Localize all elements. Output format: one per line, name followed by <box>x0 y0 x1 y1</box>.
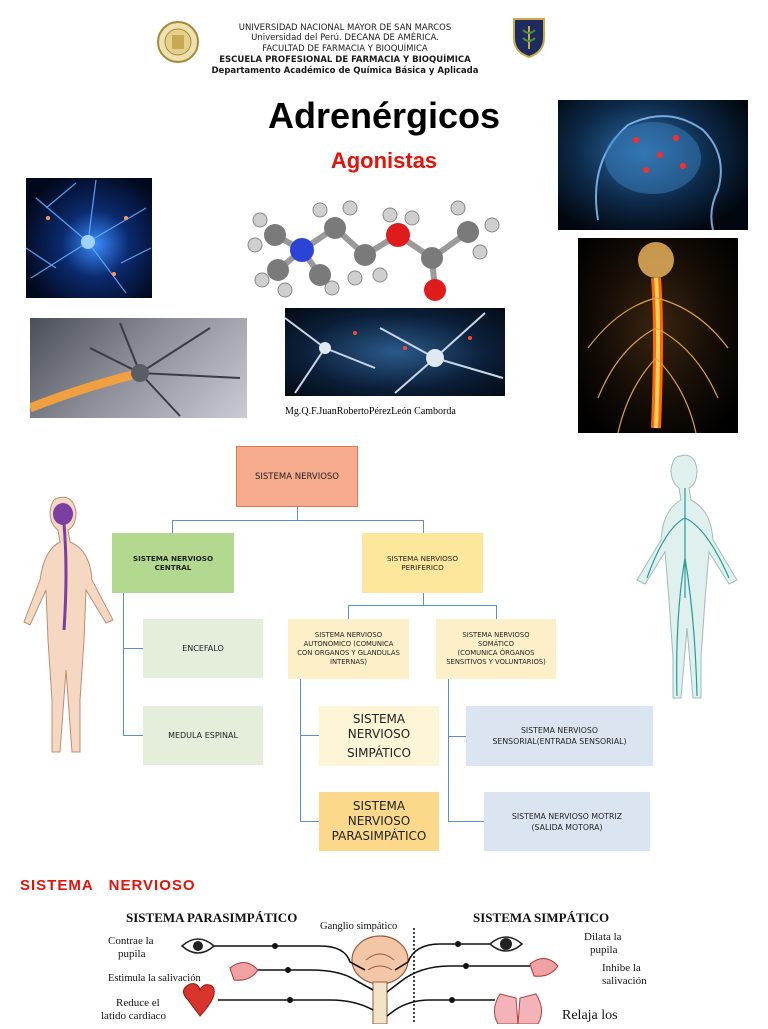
sensory-label-line: SISTEMA NERVIOSO <box>520 726 599 735</box>
parasympathetic-nervous-system-box: SISTEMA NERVIOSO PARASIMPÁTICO <box>319 792 439 851</box>
somatic-label-line: (COMUNICA ÓRGANOS <box>457 649 535 657</box>
sympathetic-diagram-title: SISTEMA SIMPÁTICO <box>473 910 610 925</box>
left-label: Estimula la salivación <box>108 973 201 984</box>
parasympathetic-label-line: SISTEMA <box>352 799 406 813</box>
peripheral-label-line: SISTEMA NERVIOSO <box>386 554 458 563</box>
autonomic-label-line: SISTEMA NERVIOSO <box>314 631 383 639</box>
header-line: UNIVERSIDAD NACIONAL MAYOR DE SAN MARCOS <box>238 23 452 33</box>
left-label: Contrae la <box>108 935 154 947</box>
university-seal <box>157 20 199 64</box>
motor-nervous-system-box: SISTEMA NERVIOSO MOTRIZ (SALIDA MOTORA) <box>484 792 650 851</box>
parasympathetic-label-line: PARASIMPÁTICO <box>331 829 427 843</box>
chart-root-label: SISTEMA NERVIOSO <box>255 471 339 482</box>
human-cns-figure <box>18 490 118 765</box>
eye-icon <box>488 936 524 952</box>
neuron-network-image <box>26 178 152 298</box>
neurons-synapse-image <box>285 308 505 396</box>
parasympathetic-diagram-title: SISTEMA PARASIMPÁTICO <box>126 910 298 925</box>
somatic-label-line: SENSITIVOS Y VOLUNTARIOS) <box>446 658 546 666</box>
header-line: FACULTAD DE FARMACIA Y BIOQUÍMICA <box>262 44 428 54</box>
chart-root-box: SISTEMA NERVIOSO <box>236 446 358 507</box>
page-subtitle: Agonistas <box>330 148 438 173</box>
autonomic-label-line: CON ORGANOS Y GLANDULAS <box>297 649 400 657</box>
faculty-shield-logo <box>511 16 547 59</box>
left-label: Reduce el <box>116 997 160 1009</box>
acetylcholine-molecule-image <box>240 190 515 302</box>
human-pns-figure <box>625 448 750 706</box>
page-title: Adrenérgicos <box>267 95 501 136</box>
header-line: Universidad del Perú. DECANA DE AMÉRICA. <box>251 33 439 43</box>
left-label: pupila <box>118 948 146 960</box>
brain-head-image <box>558 100 748 230</box>
section-title: SISTEMA NERVIOSO <box>20 877 196 894</box>
sensory-label-line: SENSORIAL(ENTRADA SENSORIAL) <box>492 737 627 746</box>
autonomic-pathways-diagram <box>170 920 590 1025</box>
peripheral-nervous-system-box: SISTEMA NERVIOSO PERIFERICO <box>362 533 483 593</box>
peripheral-label-line: PERIFERICO <box>401 563 444 572</box>
right-label: Inhibe la <box>602 962 641 974</box>
eye-icon <box>180 938 216 954</box>
encephalon-box: ENCEFALO <box>143 619 263 678</box>
somatic-nervous-system-box: SISTEMA NERVIOSO SOMÁTICO (COMUNICA ÓRGA… <box>436 619 556 679</box>
central-label: SISTEMA NERVIOSO CENTRAL <box>132 554 214 572</box>
right-label: salivación <box>602 975 647 987</box>
motor-label-line: SISTEMA NERVIOSO MOTRIZ <box>511 811 623 821</box>
left-label: latido cardiaco <box>101 1010 167 1022</box>
neuron-axon-image <box>30 318 247 418</box>
autonomic-nervous-system-box: SISTEMA NERVIOSO AUTONOMICO (COMUNICA CO… <box>288 619 409 679</box>
central-nervous-system-box: SISTEMA NERVIOSO CENTRAL <box>112 533 234 593</box>
right-label: pupila <box>590 944 618 956</box>
sympathetic-label-line: SISTEMA <box>352 711 406 726</box>
autonomic-label-line: INTERNAS) <box>330 658 367 666</box>
right-label: Dilata la <box>584 931 622 943</box>
sympathetic-label-line: SIMPÁTICO <box>347 745 411 760</box>
sympathetic-label-line: NERVIOSO <box>347 726 411 741</box>
header-line: ESCUELA PROFESIONAL DE FARMACIA Y BIOQUÍ… <box>219 55 471 65</box>
sensory-nervous-system-box: SISTEMA NERVIOSO SENSORIAL(ENTRADA SENSO… <box>466 706 653 766</box>
spinal-cord-box: MEDULA ESPINAL <box>143 706 263 765</box>
header-line: Departamento Académico de Química Básica… <box>211 66 479 76</box>
somatic-label-line: SOMÁTICO <box>478 640 514 648</box>
somatic-label-line: SISTEMA NERVIOSO <box>462 631 530 639</box>
right-label: Relaja los <box>562 1008 618 1023</box>
encephalon-label: ENCEFALO <box>182 644 224 653</box>
spinal-cord-body-image <box>578 238 738 433</box>
author-credit: Mg.Q.F.JuanRobertoPérezLeón Camborda <box>285 406 456 417</box>
spinal-label: MEDULA ESPINAL <box>168 731 238 740</box>
autonomic-label-line: AUTONOMICO (COMUNICA <box>303 640 394 648</box>
sympathetic-nervous-system-box: SISTEMA NERVIOSO SIMPÁTICO <box>319 706 439 766</box>
ganglion-label: Ganglio simpático <box>320 921 398 932</box>
parasympathetic-label-line: NERVIOSO <box>347 814 411 828</box>
motor-label-line: (SALIDA MOTORA) <box>531 822 603 832</box>
